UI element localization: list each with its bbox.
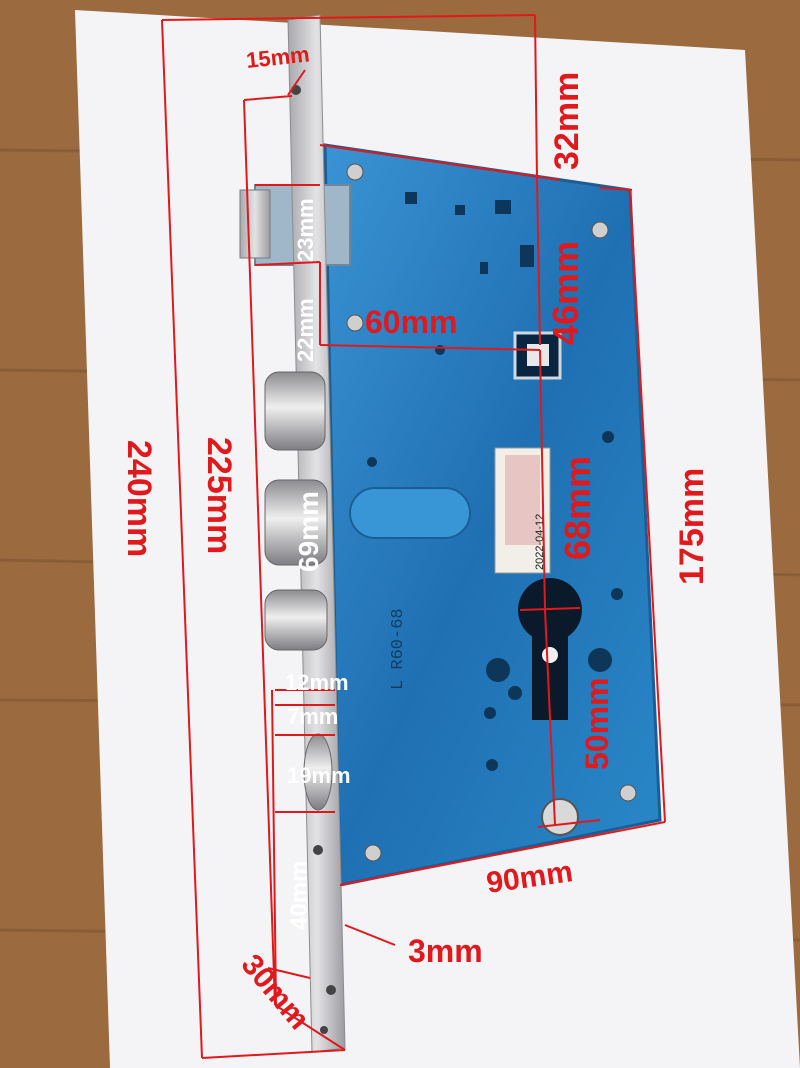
dim-60mm: 60mm <box>365 304 458 340</box>
bottom-screw <box>541 798 579 836</box>
plate-screws <box>346 163 637 862</box>
dim-7mm: 7mm <box>287 704 338 729</box>
dim-12mm: 12mm <box>285 670 349 695</box>
dim-32mm: 32mm <box>548 72 586 170</box>
dim-46mm: 46mm <box>545 241 586 345</box>
oval-emboss <box>349 487 471 539</box>
dim-240mm: 240mm <box>120 440 158 557</box>
deadbolt-3 <box>264 589 328 651</box>
deadbolt-1 <box>264 371 326 451</box>
latch-bolt <box>239 189 271 259</box>
dim-22mm: 22mm <box>293 298 318 362</box>
dim-68mm: 68mm <box>557 456 598 560</box>
dim-50mm: 50mm <box>579 678 615 771</box>
dimension-lines <box>161 14 666 1059</box>
sticker: 2022-04-12 <box>494 447 551 574</box>
dim-3mm: 3mm <box>408 933 483 969</box>
deadbolt-2 <box>264 479 328 566</box>
dim-40mm: 40mm <box>286 861 313 930</box>
model-engraving: L R60-68 <box>389 608 408 690</box>
dim-175mm: 175mm <box>673 468 711 585</box>
dim-23mm: 23mm <box>293 198 318 262</box>
dim-69mm: 69mm <box>293 491 324 572</box>
dim-19mm: 19mm <box>287 763 351 788</box>
dim-225mm: 225mm <box>200 437 238 554</box>
